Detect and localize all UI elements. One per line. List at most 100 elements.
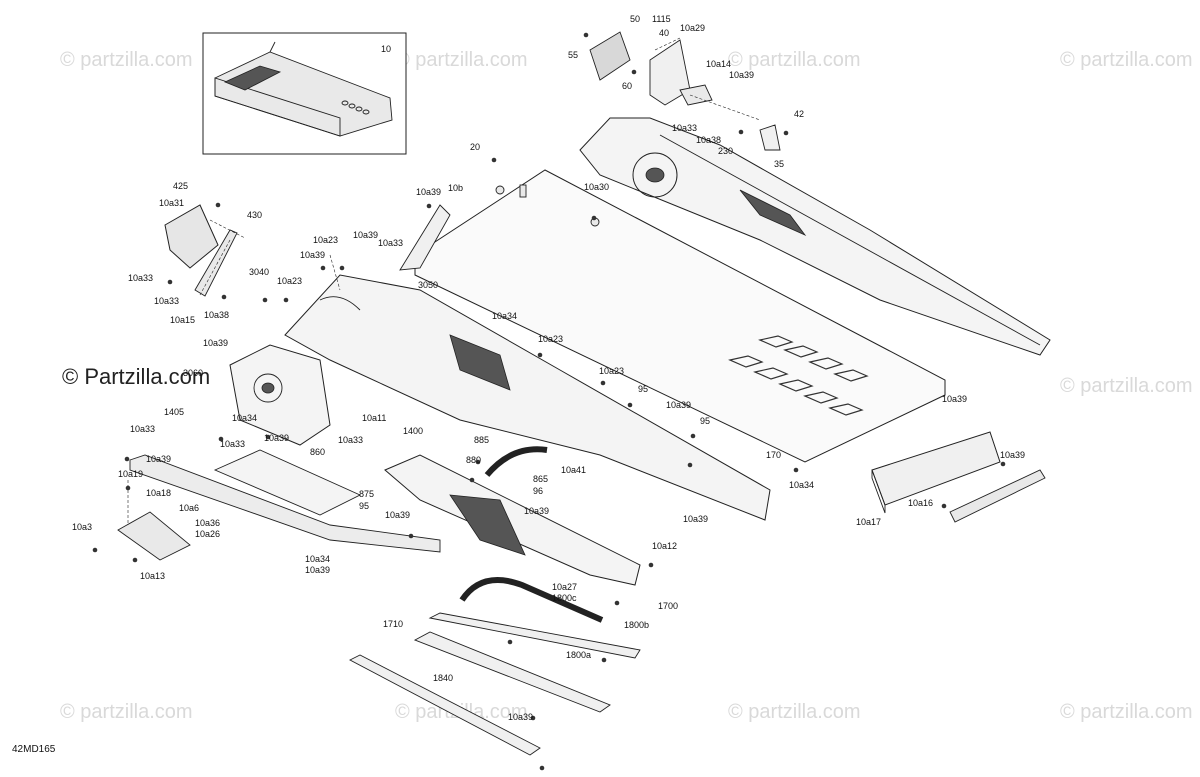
- callout: 10a39: [300, 250, 325, 260]
- callout: 1800c: [552, 593, 577, 603]
- callout: 3050: [418, 280, 438, 290]
- callout: 1800a: [566, 650, 591, 660]
- callout: 10a39: [729, 70, 754, 80]
- callout: 10a39: [264, 433, 289, 443]
- callout: 10a33: [672, 123, 697, 133]
- callout: 1700: [658, 601, 678, 611]
- callout: 95: [359, 501, 369, 511]
- callout: 10a39: [203, 338, 228, 348]
- callout: 10a39: [683, 514, 708, 524]
- lower-strips: [349, 612, 641, 756]
- callout: 10a33: [128, 273, 153, 283]
- callout: 1800b: [624, 620, 649, 630]
- callout: 10a16: [908, 498, 933, 508]
- callout: 1400: [403, 426, 423, 436]
- callout: 10a12: [652, 541, 677, 551]
- callout: 10a34: [492, 311, 517, 321]
- callouts: 50 1115 40 10a29 55 60 10a14 10a39 42 10…: [72, 14, 1025, 722]
- callout: 10a18: [146, 488, 171, 498]
- front-bracket: [164, 204, 238, 297]
- callout: 10a11: [362, 413, 386, 423]
- callout: 860: [310, 447, 325, 457]
- callout: 3060: [183, 368, 203, 378]
- callout: 10a30: [584, 182, 609, 192]
- callout: 10a34: [789, 480, 814, 490]
- callout: 40: [659, 28, 669, 38]
- callout: 10a23: [313, 235, 338, 245]
- callout: 10a33: [220, 439, 245, 449]
- rear-crossmember: [871, 431, 1046, 523]
- callout: 95: [638, 384, 648, 394]
- right-rail: [579, 117, 1051, 356]
- callout: 95: [700, 416, 710, 426]
- callout: 170: [766, 450, 781, 460]
- callout: 1710: [383, 619, 403, 629]
- callout: 10a13: [140, 571, 165, 581]
- fasteners: [92, 32, 1006, 771]
- skid-strip: [129, 454, 441, 553]
- callout: 10a26: [195, 529, 220, 539]
- lower-support: [117, 449, 362, 561]
- callout: 10a23: [538, 334, 563, 344]
- callout: 10a15: [170, 315, 195, 325]
- watermark: © partzilla.com: [728, 701, 861, 723]
- callout: 10a33: [130, 424, 155, 434]
- callout: 10a6: [179, 503, 199, 513]
- top-brackets: [589, 31, 781, 151]
- callout: 10a23: [277, 276, 302, 286]
- watermark: © partzilla.com: [1060, 701, 1193, 723]
- callout: 10a33: [338, 435, 363, 445]
- callout: 10a3: [72, 522, 92, 532]
- callout: 10a17: [856, 517, 881, 527]
- callout: 430: [247, 210, 262, 220]
- callout: 10a39: [524, 506, 549, 516]
- watermark: © partzilla.com: [60, 701, 193, 723]
- grab-bar: [484, 446, 548, 477]
- callout: 10a34: [232, 413, 257, 423]
- callout: 10a41: [561, 465, 586, 475]
- watermark-main: © Partzilla.com: [62, 364, 210, 389]
- callout: 10a39: [385, 510, 410, 520]
- running-board: [384, 454, 641, 586]
- callout: 10a39: [146, 454, 171, 464]
- callout: 10a39: [508, 712, 533, 722]
- callout: 1405: [164, 407, 184, 417]
- left-gusset: [229, 344, 331, 446]
- callout: 10a33: [154, 296, 179, 306]
- callout: 10a38: [204, 310, 229, 320]
- callout: 1115: [652, 14, 671, 24]
- callout: 10a38: [696, 135, 721, 145]
- callout: 885: [474, 435, 489, 445]
- callout: 60: [622, 81, 632, 91]
- callout: 3040: [249, 267, 269, 277]
- callout: 10a27: [552, 582, 577, 592]
- callout: 1840: [433, 673, 453, 683]
- diagram-code: 42MD165: [12, 744, 56, 755]
- callout: 880: [466, 455, 481, 465]
- callout: 10a39: [416, 187, 441, 197]
- callout: 865: [533, 474, 548, 484]
- callout: 55: [568, 50, 578, 60]
- callout: 425: [173, 181, 188, 191]
- callout: 10a19: [118, 469, 143, 479]
- inset-label: 10: [381, 44, 391, 54]
- callout: 10a23: [599, 366, 624, 376]
- inset-assembly: 10: [202, 32, 407, 155]
- callout: 10a39: [942, 394, 967, 404]
- callout: 20: [470, 142, 480, 152]
- callout: 96: [533, 486, 543, 496]
- watermark: © partzilla.com: [1060, 375, 1193, 397]
- callout: 10a39: [1000, 450, 1025, 460]
- callout: 10a31: [159, 198, 184, 208]
- callout: 10a39: [353, 230, 378, 240]
- tunnel-plate: [399, 169, 946, 463]
- callout: 875: [359, 489, 374, 499]
- callout: 10a14: [706, 59, 731, 69]
- callout: 50: [630, 14, 640, 24]
- callout: 10b: [448, 183, 463, 193]
- callout: 10a33: [378, 238, 403, 248]
- callout: 10a34: [305, 554, 330, 564]
- watermark: © partzilla.com: [60, 49, 193, 71]
- callout: 35: [774, 159, 784, 169]
